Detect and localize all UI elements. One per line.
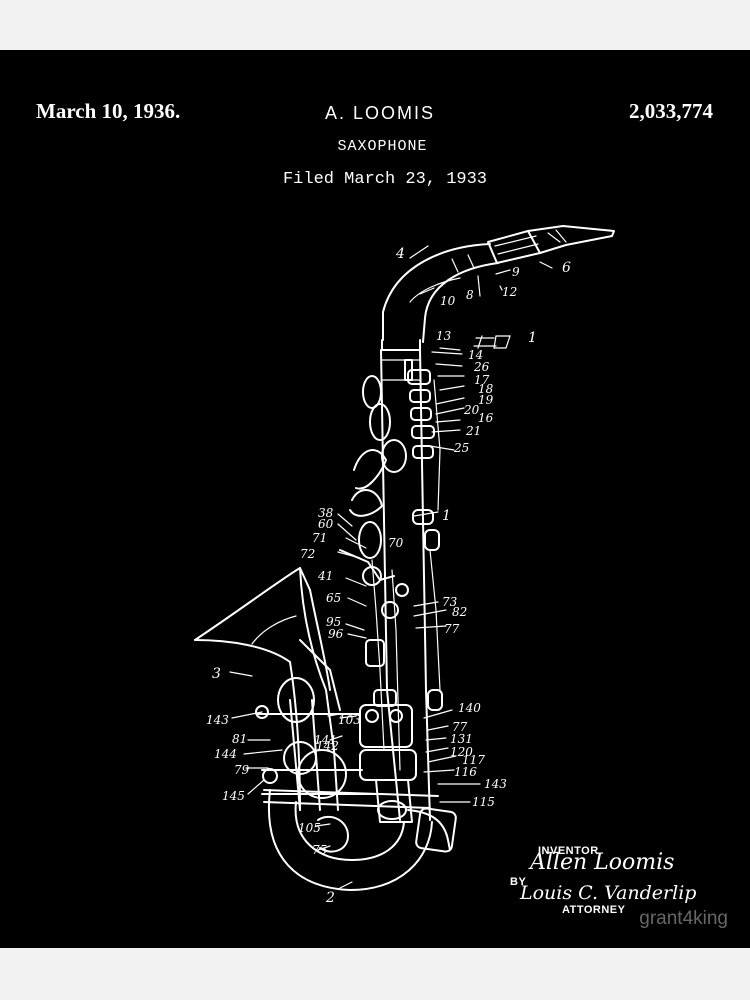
ref-96: 96 [328, 627, 344, 641]
ref-131: 131 [450, 732, 473, 746]
ref-77b: 77 [452, 720, 468, 734]
ref-143a: 143 [206, 713, 229, 727]
ref-17: 17 [474, 373, 490, 387]
ref-18: 18 [478, 382, 494, 396]
ref-75: 75 [312, 843, 327, 857]
watermark: grant4king [639, 908, 728, 929]
ref-105: 105 [298, 821, 321, 835]
ref-142: 142 [316, 739, 339, 753]
inventor-name: A. LOOMIS [324, 103, 436, 123]
ref-115: 115 [472, 795, 495, 809]
ref-95: 95 [326, 615, 341, 629]
ref-8: 8 [466, 288, 474, 302]
ref-60: 60 [318, 517, 334, 531]
ref-77a: 77 [444, 622, 460, 636]
ref-103: 103 [338, 713, 361, 727]
ref-117: 117 [462, 753, 485, 767]
ref-14: 14 [468, 348, 483, 362]
ref-26: 26 [473, 360, 490, 374]
ref-143b: 143 [484, 777, 507, 791]
ref-9: 9 [512, 265, 520, 279]
by-label: BY [510, 876, 527, 888]
leader-lines [229, 245, 553, 889]
ref-20: 20 [463, 403, 480, 417]
reference-numerals: 4 9 8 12 10 6 13 1 14 26 17 18 19 20 16 … [206, 246, 571, 906]
ref-16: 16 [478, 411, 494, 425]
inventor-label: INVENTOR [538, 845, 599, 857]
figure-label: 1 [528, 330, 537, 346]
ref-70: 70 [388, 536, 404, 550]
ref-71: 71 [312, 531, 327, 545]
patent-poster: March 10, 1936. A. LOOMIS 2,033,774 SAXO… [0, 50, 750, 948]
patent-subject: SAXOPHONE [337, 138, 428, 155]
ref-116: 116 [454, 765, 477, 779]
ref-12: 12 [502, 285, 517, 299]
mouthpiece [487, 225, 615, 264]
ref-1: 1 [442, 508, 451, 524]
patent-date: March 10, 1936. [36, 99, 181, 123]
attorney-signature: Louis C. Vanderlip [520, 882, 697, 904]
ref-81: 81 [232, 732, 247, 746]
ref-79: 79 [234, 763, 250, 777]
neck [382, 243, 499, 343]
ref-6: 6 [562, 260, 571, 276]
ref-144: 144 [214, 747, 237, 761]
u-bow [263, 789, 457, 891]
patent-number: 2,033,774 [629, 99, 713, 123]
ref-19: 19 [478, 393, 494, 407]
ref-10: 10 [440, 294, 456, 308]
fig-mark-icon [473, 335, 511, 349]
bell [194, 567, 341, 811]
ref-25: 25 [453, 441, 469, 455]
ref-13: 13 [436, 329, 452, 343]
ref-140: 140 [458, 701, 481, 715]
key-stack [407, 369, 443, 711]
ref-2: 2 [325, 890, 335, 906]
ref-120: 120 [450, 745, 473, 759]
ref-82: 82 [452, 605, 467, 619]
ref-3: 3 [212, 666, 221, 682]
ref-38: 38 [318, 506, 334, 520]
ref-141: 141 [314, 733, 337, 747]
ref-145: 145 [222, 789, 245, 803]
ref-72: 72 [300, 547, 315, 561]
ref-73: 73 [442, 595, 458, 609]
attorney-label: ATTORNEY [562, 904, 626, 916]
ref-21: 21 [465, 424, 481, 438]
ref-65: 65 [326, 591, 341, 605]
saxophone-drawing: 4 9 8 12 10 6 13 1 14 26 17 18 19 20 16 … [194, 225, 615, 906]
filed-date: Filed March 23, 1933 [282, 170, 488, 189]
ref-4: 4 [395, 246, 405, 262]
palm-keys [339, 375, 407, 586]
rod-mechanism [359, 559, 417, 823]
ref-41: 41 [317, 569, 333, 583]
inventor-signature: Allen Loomis [530, 850, 675, 875]
